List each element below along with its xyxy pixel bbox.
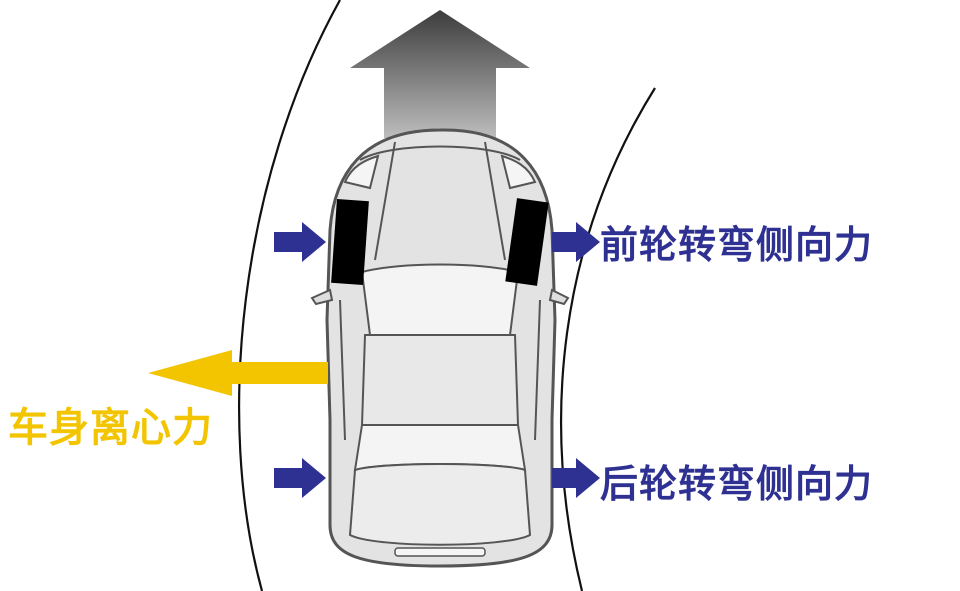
road-left-edge: [237, 0, 341, 591]
front-left-tire: [331, 198, 369, 286]
rear-light-bar: [394, 547, 486, 557]
front-right-tire: [505, 198, 549, 286]
left-side-line: [339, 299, 541, 441]
front-right-force-right-arrow-icon: [552, 222, 600, 262]
heading-up-arrow-icon: [350, 10, 530, 138]
centrifugal-left-arrow-icon: [148, 350, 328, 396]
rear-left-force-right-arrow-icon: [274, 458, 326, 498]
roof: [360, 334, 520, 426]
left-mirror: [310, 288, 334, 306]
car-top-view: [310, 128, 570, 568]
right-mirror: [548, 288, 570, 306]
centrifugal-force-label: 车身离心力: [8, 405, 213, 451]
trunk-outline: [348, 463, 532, 546]
windshield: [360, 263, 520, 336]
rear-lateral-force-label: 后轮转弯侧向力: [600, 462, 874, 506]
front-bumper-outline: [359, 145, 521, 161]
right-headlight: [500, 154, 537, 190]
road-right-edge: [560, 87, 656, 591]
rear-right-force-right-arrow-icon: [552, 458, 600, 498]
hood-outline: [374, 141, 506, 261]
left-headlight: [343, 154, 380, 190]
front-lateral-force-label: 前轮转弯侧向力: [600, 223, 874, 267]
front-left-force-right-arrow-icon: [274, 222, 326, 262]
